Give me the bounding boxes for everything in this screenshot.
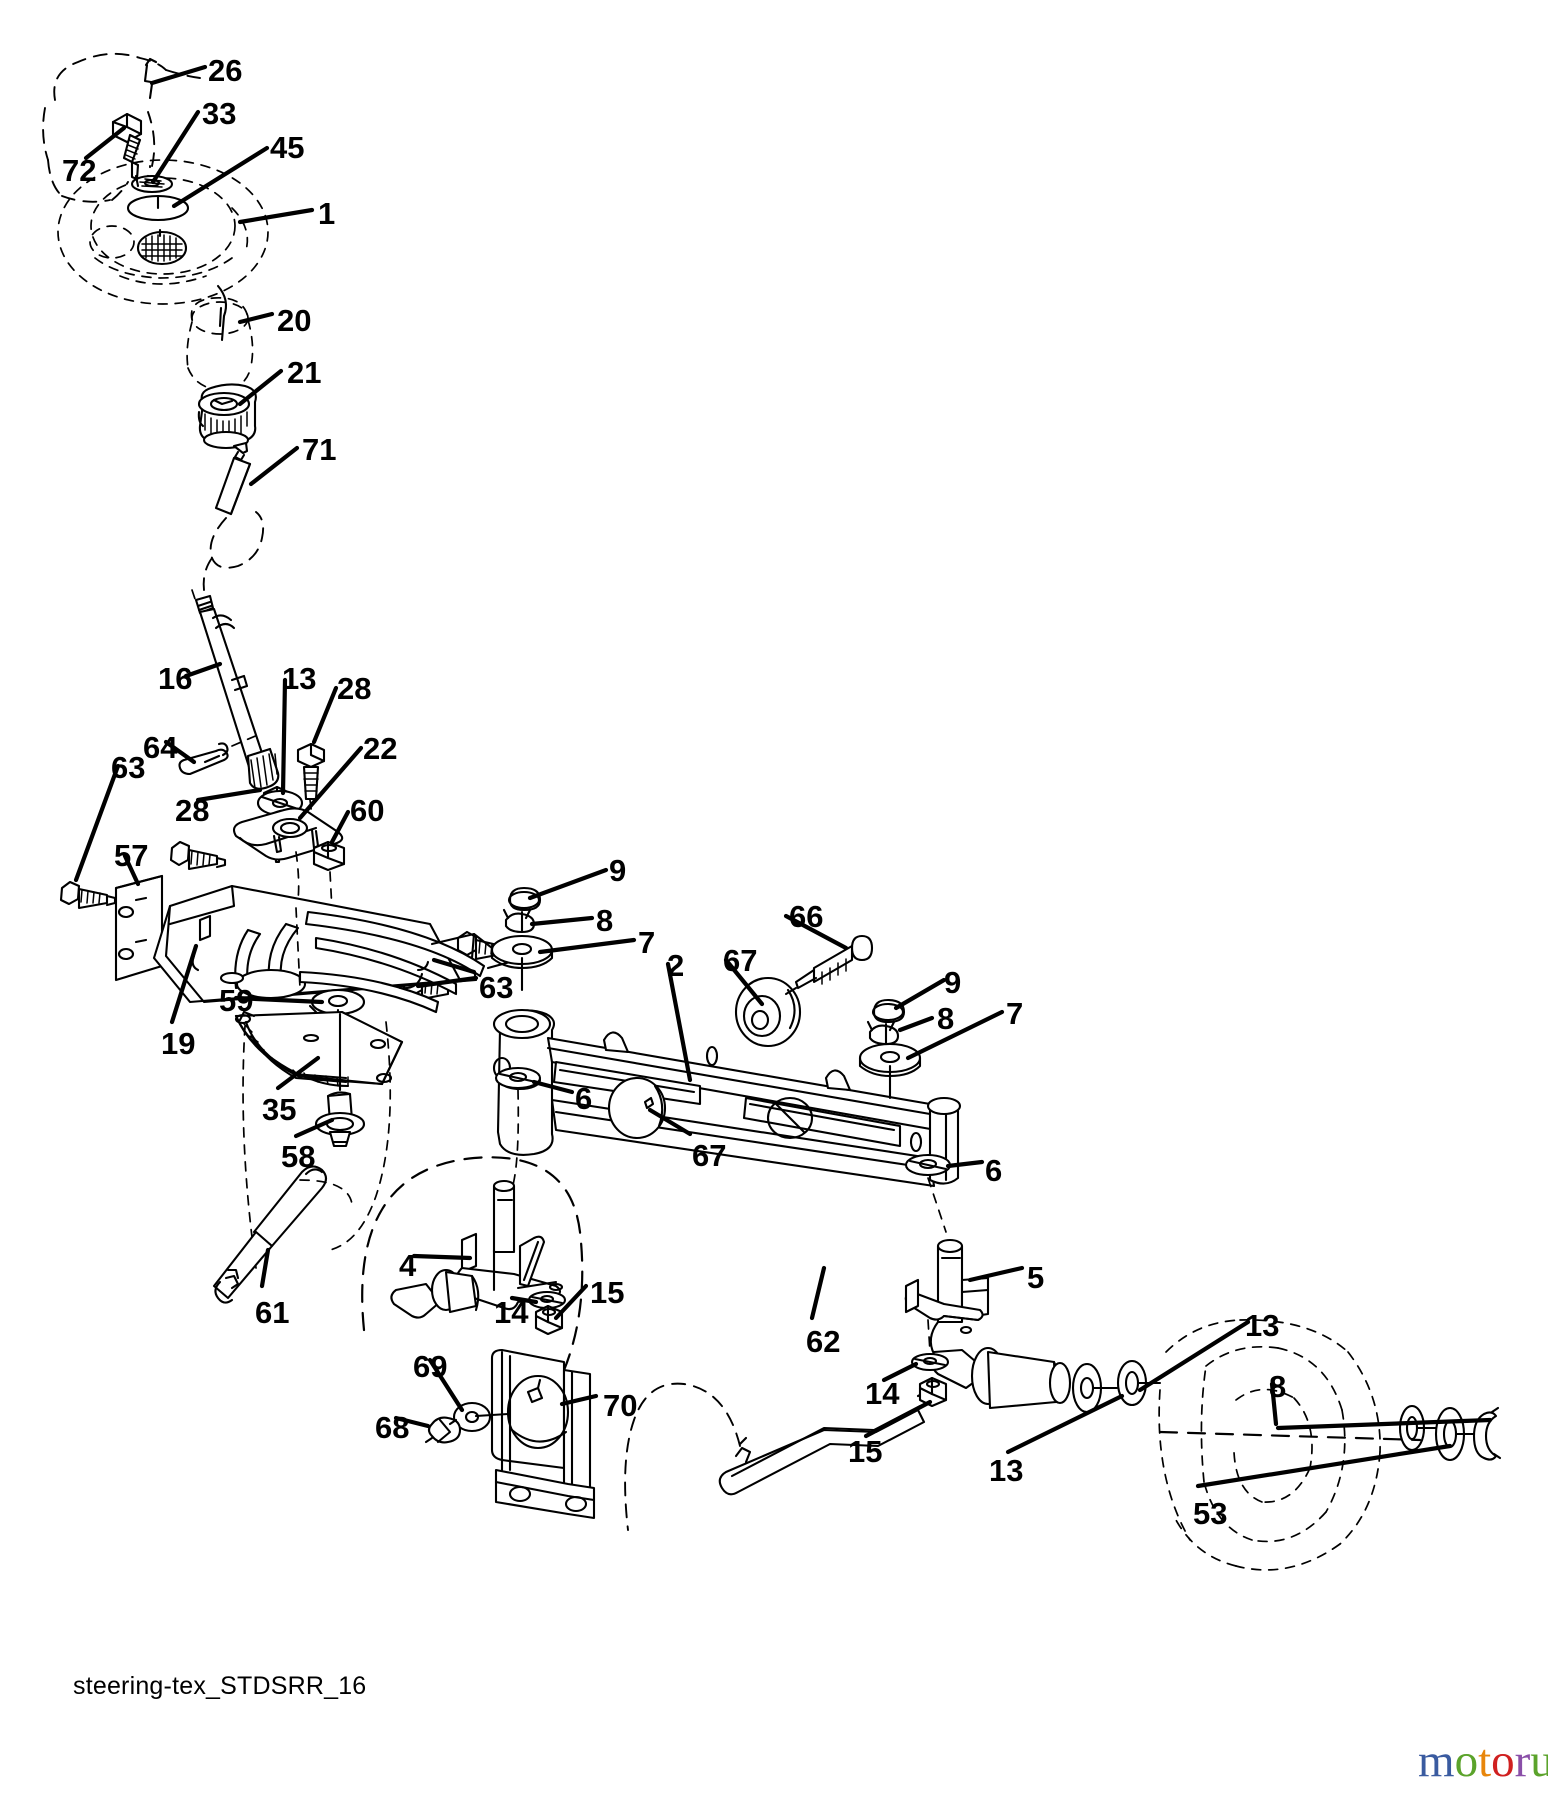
part-15-locknut-right <box>918 1376 948 1408</box>
callout-28: 28 <box>337 671 372 706</box>
part-16-steering-shaft <box>191 589 280 790</box>
callout-69: 69 <box>413 1349 448 1384</box>
callout-7: 7 <box>638 925 656 960</box>
callout-9: 9 <box>944 965 962 1000</box>
callout-63: 63 <box>111 750 146 785</box>
callout-66: 66 <box>789 899 824 934</box>
callout-67: 67 <box>723 943 758 978</box>
callout-63: 63 <box>479 970 514 1005</box>
callout-22: 22 <box>363 731 398 766</box>
part-13-washer-inner <box>1116 1359 1162 1407</box>
part-15-locknut-left <box>534 1304 564 1336</box>
part-20-wheel-insert <box>186 297 254 391</box>
part-8-retaining-ring-left <box>502 908 536 934</box>
logo-letter: u <box>1530 1735 1548 1787</box>
part-14-washer-left <box>527 1290 567 1310</box>
callout-35: 35 <box>262 1092 297 1127</box>
part-53-washer <box>1434 1406 1480 1462</box>
callout-53: 53 <box>1193 1496 1228 1531</box>
part-61-drag-link <box>212 1165 353 1304</box>
callout-5: 5 <box>1027 1260 1045 1295</box>
part-72-bolt <box>111 112 143 188</box>
part-60-lock-nut <box>312 840 346 911</box>
part-63-screw-a <box>59 880 117 910</box>
callout-59: 59 <box>219 983 254 1018</box>
callout-70: 70 <box>603 1388 638 1423</box>
callout-16: 16 <box>158 661 193 696</box>
callout-13: 13 <box>1245 1308 1280 1343</box>
part-69-washer <box>452 1401 510 1433</box>
callout-14: 14 <box>494 1295 529 1330</box>
callout-68: 68 <box>375 1410 410 1445</box>
part-7-washer-right <box>858 1042 922 1100</box>
part-14-washer-right <box>910 1319 950 1372</box>
logo-letter: m <box>1418 1735 1455 1787</box>
part-71-shaft-extension <box>202 441 265 591</box>
callout-13: 13 <box>282 661 317 696</box>
logo-letter: t <box>1478 1735 1492 1787</box>
callout-14: 14 <box>865 1376 900 1411</box>
callout-33: 33 <box>202 96 237 131</box>
callout-64: 64 <box>143 730 178 765</box>
front-wheel-dashed <box>1158 1319 1422 1571</box>
part-57-bracket <box>114 874 164 982</box>
logo-letter: r <box>1514 1735 1531 1787</box>
callout-6: 6 <box>575 1081 593 1116</box>
part-68-clip <box>424 1416 462 1444</box>
logo-letter: o <box>1454 1735 1479 1787</box>
part-67-bushing-upper <box>734 976 802 1048</box>
callout-61: 61 <box>255 1295 290 1330</box>
part-70-bracket <box>490 1348 596 1520</box>
part-13-washer-outer <box>1398 1404 1439 1452</box>
part-64-clip <box>178 733 261 776</box>
part-9-cap-left <box>507 886 542 912</box>
part-58-bolt <box>314 1012 366 1148</box>
callout-2: 2 <box>667 948 685 983</box>
part-6-washer-right <box>904 1153 952 1233</box>
callout-60: 60 <box>350 793 385 828</box>
part-8-retaining-ring-right <box>866 1020 900 1046</box>
callout-15: 15 <box>848 1434 883 1469</box>
leader-lines <box>73 64 1493 1489</box>
callout-1: 1 <box>318 196 336 231</box>
callout-72: 72 <box>62 153 97 188</box>
part-9-cap-right <box>871 998 906 1024</box>
callout-71: 71 <box>302 432 337 467</box>
callout-58: 58 <box>281 1139 316 1174</box>
callout-20: 20 <box>277 303 312 338</box>
part-1-steering-wheel <box>57 159 269 318</box>
motoruf-logo: motoruf.de <box>1418 1738 1548 1785</box>
logo-letter: o <box>1491 1735 1515 1787</box>
callout-45: 45 <box>270 130 305 165</box>
callout-57: 57 <box>114 838 149 873</box>
part-67-bushing-lower <box>607 1076 667 1140</box>
callout-15: 15 <box>590 1275 625 1310</box>
callout-9: 9 <box>609 853 627 888</box>
callout-8: 8 <box>596 903 614 938</box>
callout-6: 6 <box>985 1153 1003 1188</box>
callout-13: 13 <box>989 1453 1024 1488</box>
callout-26: 26 <box>208 53 243 88</box>
part-21-adapter <box>197 383 257 450</box>
callout-19: 19 <box>161 1026 196 1061</box>
part-66-bolt <box>784 934 874 996</box>
callout-7: 7 <box>1006 996 1024 1031</box>
part-4-spindle-left <box>361 1156 584 1390</box>
part-8-retaining-ring-wheel <box>1472 1406 1502 1461</box>
callout-21: 21 <box>287 355 322 390</box>
callout-8: 8 <box>1269 1369 1287 1404</box>
callout-67: 67 <box>692 1138 727 1173</box>
callout-4: 4 <box>399 1248 417 1283</box>
callout-8: 8 <box>937 1001 955 1036</box>
callout-28: 28 <box>175 793 210 828</box>
part-63-screw-b <box>169 840 227 871</box>
callout-62: 62 <box>806 1324 841 1359</box>
diagram-caption: steering-tex_STDSRR_16 <box>73 1672 367 1700</box>
